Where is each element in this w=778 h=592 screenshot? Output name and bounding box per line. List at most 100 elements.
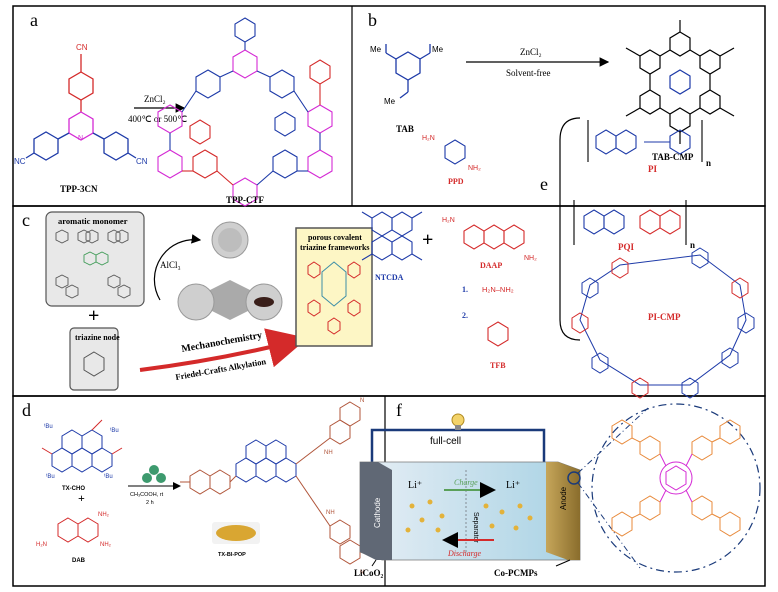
panel-a-letter: a bbox=[30, 10, 38, 30]
panel-c-letter: c bbox=[22, 210, 30, 230]
tbu-4: ᵗBu bbox=[104, 473, 113, 480]
tab-cmp-label: TAB-CMP bbox=[652, 152, 694, 162]
tx-bi-pop-label: TX-BI-POP bbox=[218, 552, 246, 558]
tpp-3cn-structure: CN N NC CN bbox=[14, 43, 148, 166]
tx-bi-pop-powder bbox=[216, 525, 256, 541]
panel-c-plus: + bbox=[88, 305, 99, 327]
catalyst-spheres bbox=[142, 465, 166, 483]
tab-label: TAB bbox=[396, 124, 414, 134]
separator-label: Separator bbox=[472, 512, 479, 543]
me-label-right: Me bbox=[432, 45, 444, 54]
pctf-title-line1: porous covalent bbox=[308, 233, 362, 242]
discharge-label: Discharge bbox=[447, 549, 481, 558]
pqi-label: PQI bbox=[618, 242, 634, 252]
tx-bi-pop-structure bbox=[180, 401, 361, 565]
panel-d-letter: d bbox=[22, 400, 31, 420]
co-porphyrin-structure bbox=[611, 419, 741, 537]
triazine-node-box bbox=[69, 327, 119, 391]
ntcda-label: NTCDA bbox=[375, 273, 404, 282]
dab-h2n: H₂N bbox=[36, 542, 47, 548]
cn-label-top: CN bbox=[76, 43, 88, 52]
aromatic-monomer-structures bbox=[55, 229, 131, 299]
tpp-ctf-label: TPP-CTF bbox=[226, 195, 264, 205]
bi-nh-2: NH bbox=[326, 510, 335, 516]
charge-label: Charge bbox=[454, 478, 478, 487]
tbu-1: ᵗBu bbox=[44, 423, 53, 430]
pctf-product-box bbox=[295, 227, 373, 347]
pi-label: PI bbox=[648, 164, 657, 174]
tbu-3: ᵗBu bbox=[46, 473, 55, 480]
panel-e-letter: e bbox=[540, 174, 548, 194]
tx-cho-label: TX-CHO bbox=[62, 486, 85, 492]
aromatic-monomer-title: aromatic monomer bbox=[58, 216, 128, 226]
panel-e: e H₂N NH₂ PPD n PI n PQI bbox=[361, 117, 755, 399]
zoom-line-top bbox=[577, 407, 649, 474]
panel-c: c aromatic monomer + triazine node AlCl₃ bbox=[22, 210, 373, 391]
tbu-2: ᵗBu bbox=[110, 427, 119, 434]
panel-b: b Me Me Me TAB ZnCl₂ Solvent-free bbox=[368, 10, 735, 162]
lightbulb-icon bbox=[451, 413, 465, 430]
n-label-pyridine: N bbox=[78, 135, 83, 142]
aromatic-monomer-box bbox=[45, 211, 145, 307]
friedel-crafts-label: Friedel-Crafts Alkylation bbox=[175, 356, 267, 382]
panel-a-reagent: ZnCl₂ bbox=[144, 94, 166, 104]
panel-b-reagent: ZnCl₂ bbox=[520, 47, 542, 57]
daap-structure bbox=[463, 224, 525, 250]
panel-d: d ᵗBu ᵗBu ᵗBu ᵗBu TX-CHO + NH₂ NH₂ H₂N D… bbox=[22, 398, 364, 576]
panel-ab-border bbox=[12, 5, 766, 207]
triazine-ring bbox=[83, 351, 105, 377]
pctf-network-structure bbox=[307, 261, 361, 335]
anode-electrode bbox=[546, 462, 580, 560]
tx-cho-structure bbox=[41, 419, 123, 473]
pqi-structure bbox=[573, 200, 687, 245]
tpp-ctf-framework bbox=[157, 17, 333, 207]
tpp-3cn-label: TPP-3CN bbox=[60, 184, 98, 194]
cathode-label: Cathode bbox=[373, 497, 382, 528]
pi-cmp-label: PI-CMP bbox=[648, 312, 681, 322]
panel-d-conditions-1: CH₃COOH, rt bbox=[130, 492, 164, 498]
panel-a: a CN N NC CN TPP-3CN ZnCl₂ 400℃ or 500℃ bbox=[14, 10, 333, 207]
li-right-label: Li⁺ bbox=[506, 480, 520, 491]
zoom-detail-circle bbox=[591, 403, 761, 573]
daap-nh2: NH₂ bbox=[524, 255, 537, 262]
dab-nh2-1: NH₂ bbox=[98, 512, 110, 518]
panel-b-letter: b bbox=[368, 10, 377, 30]
ball-mill-illustration: AlCl₃ bbox=[153, 221, 283, 321]
panel-f: f full-cell Cathode Anode Separator Li⁺ … bbox=[354, 400, 761, 578]
panel-e-plus: + bbox=[422, 229, 433, 251]
me-label-bottom: Me bbox=[384, 97, 396, 106]
pi-cmp-framework bbox=[571, 247, 755, 399]
ppd-structure bbox=[444, 139, 466, 165]
triazine-node-title: triazine node bbox=[75, 333, 120, 342]
nc-label: NC bbox=[14, 157, 26, 166]
panel-b-conditions: Solvent-free bbox=[506, 68, 550, 78]
panel-d-plus: + bbox=[78, 491, 85, 505]
dab-nh2-2: NH₂ bbox=[100, 542, 112, 548]
ppd-label: PPD bbox=[448, 177, 464, 186]
hydrazine-index: 1. bbox=[462, 285, 468, 294]
bi-n-bottom: N bbox=[360, 570, 364, 576]
pi-n: n bbox=[706, 158, 711, 168]
licoo2-pointer bbox=[371, 559, 377, 567]
daap-label: DAAP bbox=[480, 261, 502, 270]
me-label-left: Me bbox=[370, 45, 382, 54]
panel-df-border bbox=[12, 395, 766, 587]
pctf-title-line2: triazine frameworks bbox=[300, 243, 370, 252]
ntcda-structure bbox=[361, 211, 423, 261]
cn-label-right: CN bbox=[136, 157, 148, 166]
cathode-electrode bbox=[360, 462, 392, 560]
tab-cmp-framework bbox=[625, 20, 735, 144]
anode-label: Anode bbox=[559, 486, 568, 510]
full-cell-label: full-cell bbox=[430, 436, 461, 447]
co-pcmps-pointer bbox=[555, 559, 571, 567]
licoo2-label: LiCoO₂ bbox=[354, 568, 384, 578]
daap-h2n: H₂N bbox=[442, 217, 455, 224]
pi-structure bbox=[587, 120, 703, 162]
dab-structure bbox=[57, 517, 99, 543]
bi-n-top: N bbox=[360, 398, 364, 404]
mechanochemistry-arrow bbox=[139, 328, 308, 372]
tab-structure bbox=[385, 44, 431, 99]
panel-d-conditions-2: 2 h bbox=[146, 500, 154, 506]
ppd-nh2: NH₂ bbox=[468, 165, 481, 172]
